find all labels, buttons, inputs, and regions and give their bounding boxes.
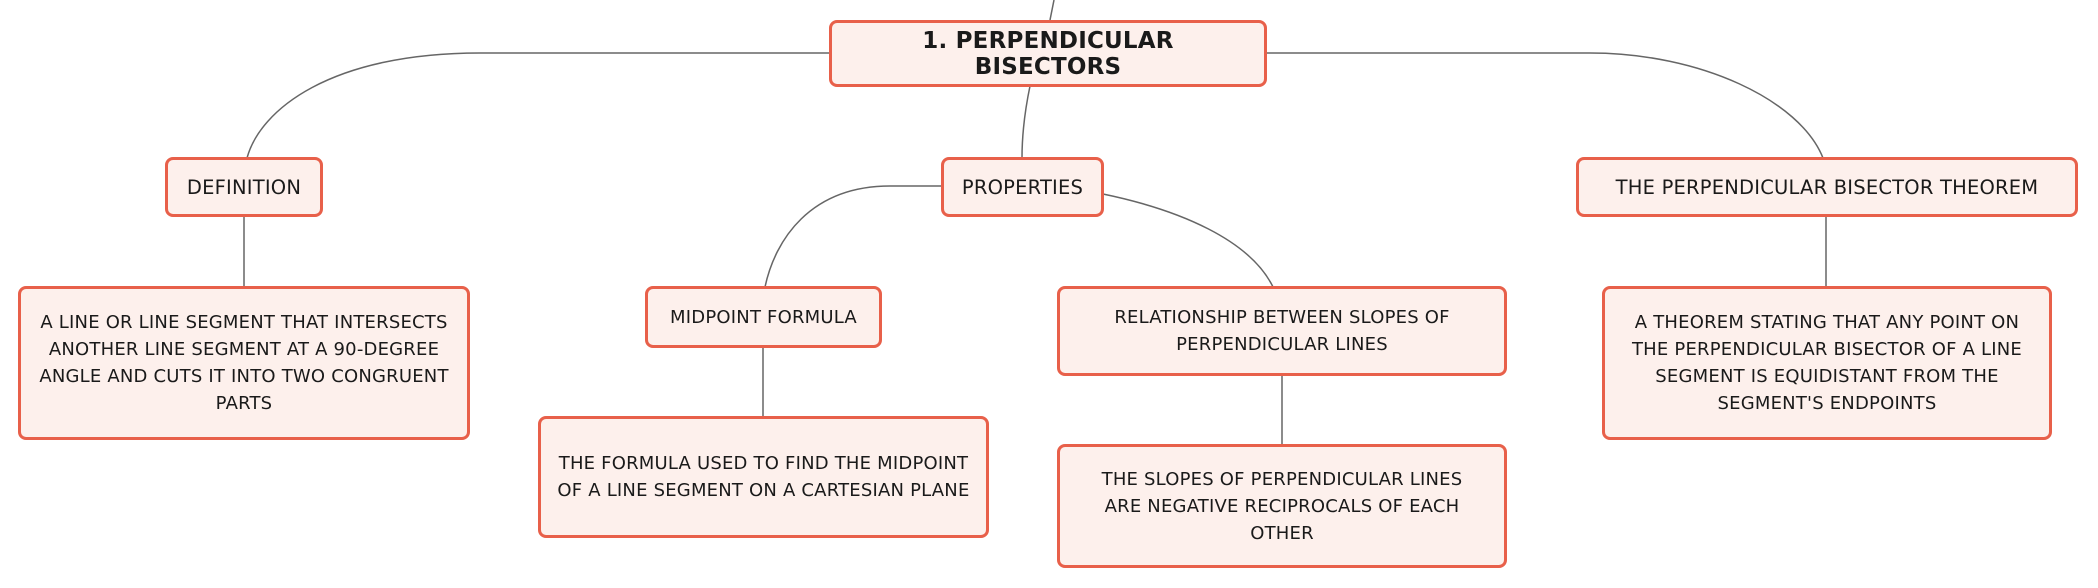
slopes-relationship-node[interactable]: RELATIONSHIP BETWEEN SLOPES OF PERPENDIC… bbox=[1057, 286, 1507, 376]
definition-detail-text: A LINE OR LINE SEGMENT THAT INTERSECTS A… bbox=[39, 312, 449, 414]
midpoint-detail-text: THE FORMULA USED TO FIND THE MIDPOINT OF… bbox=[557, 453, 970, 501]
theorem-node[interactable]: THE PERPENDICULAR BISECTOR THEOREM bbox=[1576, 157, 2078, 217]
slopes-detail-text: THE SLOPES OF PERPENDICULAR LINES ARE NE… bbox=[1101, 468, 1463, 544]
midpoint-detail-node[interactable]: THE FORMULA USED TO FIND THE MIDPOINT OF… bbox=[538, 416, 989, 538]
connector-properties-to-slopes bbox=[1102, 193, 1274, 288]
connector-root-to-definition bbox=[246, 52, 830, 159]
midpoint-formula-node[interactable]: MIDPOINT FORMULA bbox=[645, 286, 882, 348]
root-node[interactable]: 1. PERPENDICULAR BISECTORS bbox=[829, 20, 1267, 87]
theorem-detail-text: A THEOREM STATING THAT ANY POINT ON THE … bbox=[1631, 312, 2023, 414]
connector-root-to-properties bbox=[1021, 85, 1031, 159]
theorem-detail-node[interactable]: A THEOREM STATING THAT ANY POINT ON THE … bbox=[1602, 286, 2052, 440]
connector-incoming-to-root bbox=[1049, 0, 1055, 21]
connector-properties-to-midpoint bbox=[764, 185, 943, 288]
slopes-detail-node[interactable]: THE SLOPES OF PERPENDICULAR LINES ARE NE… bbox=[1057, 444, 1507, 568]
definition-label: DEFINITION bbox=[186, 175, 302, 199]
definition-node[interactable]: DEFINITION bbox=[165, 157, 323, 217]
definition-detail-node[interactable]: A LINE OR LINE SEGMENT THAT INTERSECTS A… bbox=[18, 286, 470, 440]
properties-node[interactable]: PROPERTIES bbox=[941, 157, 1104, 217]
properties-label: PROPERTIES bbox=[961, 175, 1084, 199]
connector-root-to-theorem bbox=[1267, 52, 1824, 159]
midpoint-formula-label: MIDPOINT FORMULA bbox=[670, 306, 857, 328]
slopes-relationship-label: RELATIONSHIP BETWEEN SLOPES OF PERPENDIC… bbox=[1114, 307, 1450, 355]
root-label: 1. PERPENDICULAR BISECTORS bbox=[922, 27, 1174, 80]
theorem-label: THE PERPENDICULAR BISECTOR THEOREM bbox=[1615, 175, 2039, 199]
